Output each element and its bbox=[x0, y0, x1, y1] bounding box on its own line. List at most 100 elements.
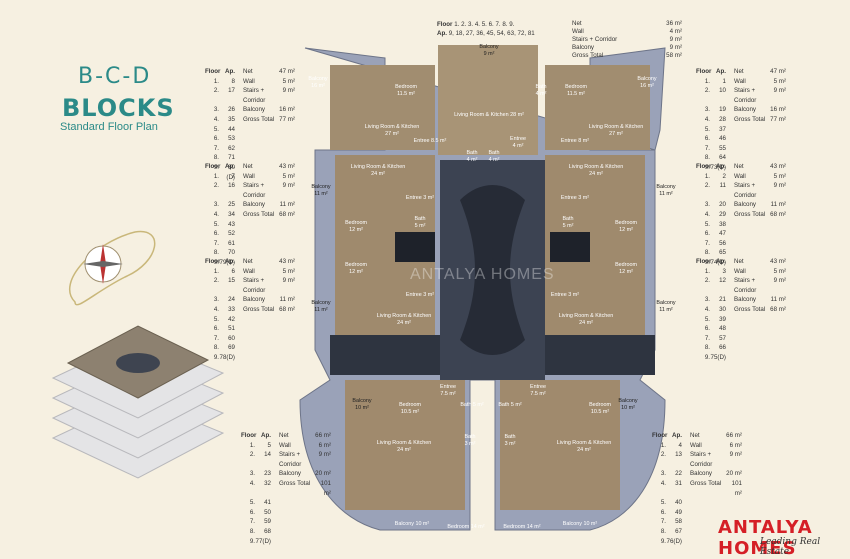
floor-number: 5. bbox=[660, 499, 666, 507]
apartment-number: 53 bbox=[228, 135, 235, 143]
apartment-number: 20 bbox=[719, 201, 726, 209]
area-value bbox=[768, 353, 786, 363]
floor-header: Floor bbox=[652, 432, 668, 439]
apartment-number: 41 bbox=[264, 499, 271, 507]
elevator-right bbox=[550, 232, 590, 262]
table-row: 8.70 bbox=[205, 248, 295, 258]
floor-number: 2. bbox=[704, 277, 710, 285]
room-label: Bath 5 m² bbox=[562, 216, 574, 229]
table-row: 6.49 bbox=[652, 508, 742, 518]
floor-number: 4. bbox=[213, 210, 219, 218]
apartment-number: 50 bbox=[264, 508, 271, 516]
area-label bbox=[275, 517, 313, 527]
floor-number: 3. bbox=[213, 296, 219, 304]
table-row: 9.74(D) bbox=[696, 258, 786, 268]
floor-number: 6. bbox=[213, 325, 219, 333]
apartment-number: 15 bbox=[228, 277, 235, 285]
area-value bbox=[277, 334, 295, 344]
table-row: 9.78(D) bbox=[205, 353, 295, 363]
area-value bbox=[313, 517, 331, 527]
ap-label: Ap. bbox=[437, 30, 447, 37]
apartment-number: 17 bbox=[228, 87, 235, 95]
area-label: Stairs + Corridor bbox=[734, 277, 757, 294]
floor-header: Floor bbox=[205, 68, 221, 75]
ap-header: Ap. bbox=[716, 258, 726, 265]
area-label bbox=[730, 239, 768, 249]
floor-number: 7. bbox=[213, 239, 219, 247]
area-value bbox=[768, 134, 786, 144]
area-label: Balcony bbox=[243, 296, 266, 304]
floor-number: 6. bbox=[213, 230, 219, 238]
area-value: 101 m² bbox=[320, 479, 331, 497]
ap-list: 9, 18, 27, 36, 45, 54, 63, 72, 81 bbox=[448, 30, 535, 37]
watermark: ANTALYA HOMES bbox=[410, 266, 555, 283]
room-label: Bedroom 14 m² bbox=[503, 524, 541, 530]
area-value: 68 m² bbox=[770, 210, 786, 218]
area-value: 43 m² bbox=[279, 163, 295, 170]
table-row: 6.46 bbox=[696, 134, 786, 144]
apartment-number: 64 bbox=[719, 154, 726, 162]
area-value: 101 m² bbox=[731, 479, 742, 497]
floor-number: 8. bbox=[704, 154, 710, 162]
area-value bbox=[768, 343, 786, 353]
apartment-number: 42 bbox=[228, 315, 235, 323]
floor-header: Floor bbox=[205, 163, 221, 170]
area-label: Gross Total bbox=[734, 305, 766, 313]
area-value: 9 m² bbox=[669, 44, 682, 51]
apartment-number: 40 bbox=[675, 499, 682, 507]
apartment-number: 24 bbox=[228, 296, 235, 304]
apartment-number: 59 bbox=[264, 518, 271, 526]
room-label: Living Room & Kitchen 24 m² bbox=[556, 440, 612, 453]
room-label: Living Room & Kitchen 24 m² bbox=[558, 313, 614, 326]
apartment-number: 69 bbox=[228, 344, 235, 352]
area-value: 11 m² bbox=[770, 296, 786, 304]
floor-header: Floor bbox=[241, 432, 257, 439]
apartment-number: 56 bbox=[719, 239, 726, 247]
room-label: Bath 3 m² bbox=[504, 434, 516, 447]
compass-icon bbox=[68, 230, 156, 306]
apartment-number: 78(D) bbox=[219, 353, 235, 361]
area-label: Wall bbox=[279, 441, 291, 449]
area-label: Net bbox=[243, 68, 253, 75]
area-label bbox=[730, 220, 768, 230]
floor-number: 2. bbox=[660, 451, 666, 459]
area-label: Wall bbox=[734, 172, 746, 180]
apartment-number: 31 bbox=[675, 479, 682, 487]
apartment-number: 66 bbox=[719, 344, 726, 352]
plan-subtitle: Standard Floor Plan bbox=[60, 121, 158, 133]
area-value: 4 m² bbox=[669, 28, 682, 35]
area-label: Net bbox=[734, 258, 744, 265]
table-row: 5.44 bbox=[205, 125, 295, 135]
area-label: Gross Total bbox=[243, 115, 275, 123]
table-row: 6.48 bbox=[696, 324, 786, 334]
floor-number: 8. bbox=[704, 249, 710, 257]
area-label bbox=[730, 343, 768, 353]
area-label bbox=[686, 498, 724, 508]
floor-number: 4. bbox=[213, 115, 219, 123]
area-value: 68 m² bbox=[279, 305, 295, 313]
floor-number: 3. bbox=[704, 106, 710, 114]
blocks-title: BLOCKS bbox=[62, 94, 175, 122]
area-value bbox=[313, 508, 331, 518]
room-label: Balcony 10 m² bbox=[394, 521, 430, 527]
ap-header: Ap. bbox=[716, 68, 726, 75]
apartment-number: 48 bbox=[719, 325, 726, 333]
area-value: 47 m² bbox=[770, 68, 786, 75]
area-label: Gross Total bbox=[690, 479, 722, 487]
floor-number: 7. bbox=[704, 334, 710, 342]
area-label: Wall bbox=[243, 172, 255, 180]
